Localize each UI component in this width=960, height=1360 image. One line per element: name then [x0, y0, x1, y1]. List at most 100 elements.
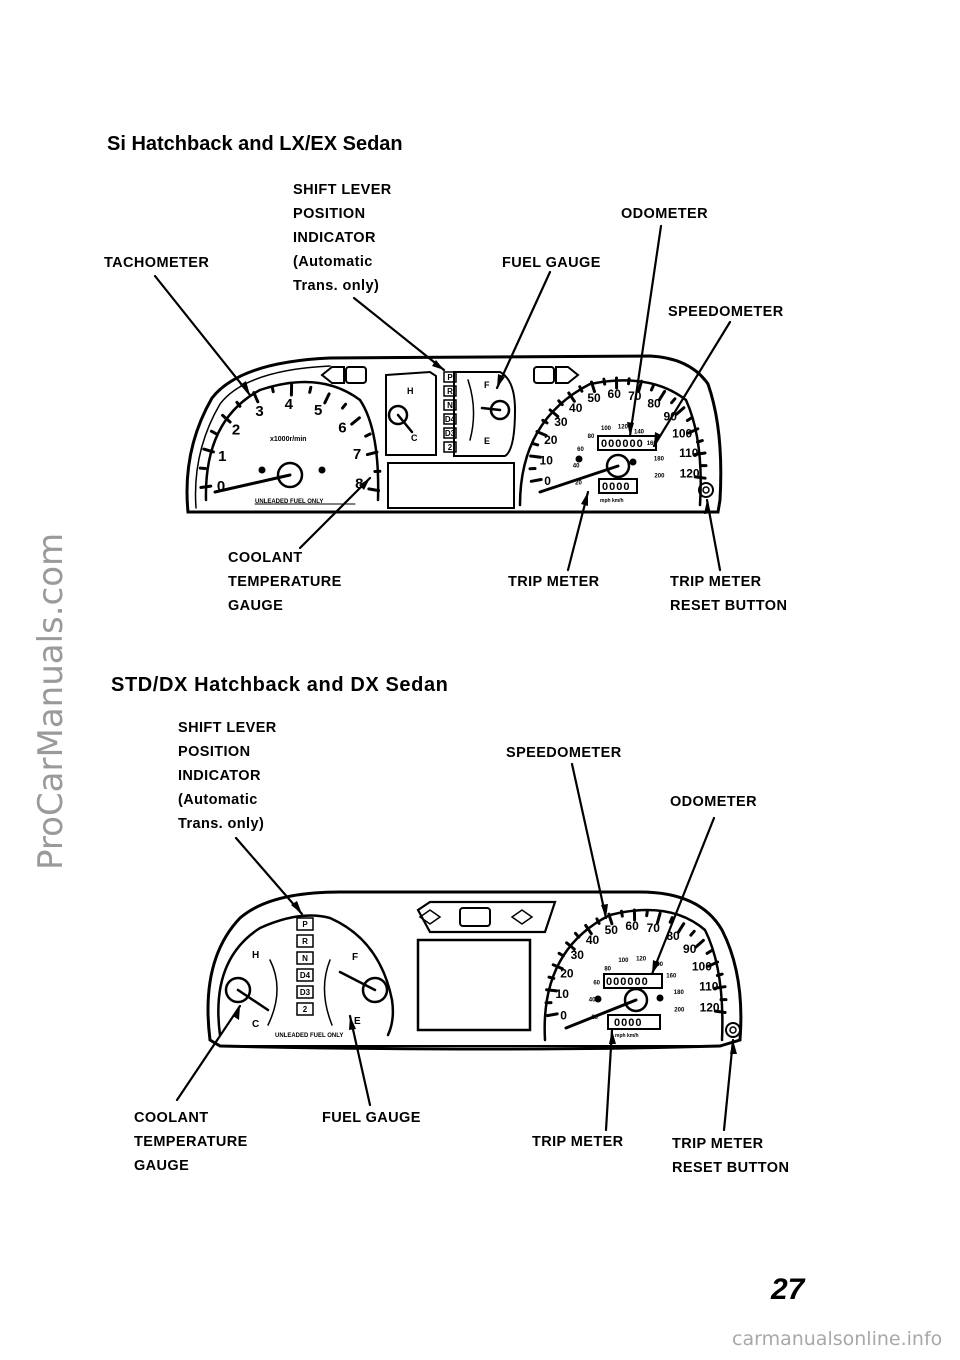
kmh-numeral: 40: [573, 464, 580, 470]
kmh-numeral: 40: [589, 997, 596, 1003]
dial-tick: [693, 451, 707, 456]
dial-tick: [209, 429, 218, 436]
gear-position: R: [302, 937, 308, 946]
dial-tick: [595, 917, 601, 925]
dial-tick: [696, 439, 704, 444]
dial-tick: [713, 985, 727, 990]
kmh-numeral: 120: [636, 956, 647, 962]
coolant-label-1: COOLANT TEMPERATURE GAUGE: [228, 546, 342, 618]
trip-meter-label-2: TRIP METER: [532, 1134, 624, 1150]
speed-numeral: 0: [560, 1008, 567, 1022]
tach-numeral: 2: [232, 422, 240, 439]
speed-numeral: 110: [679, 446, 699, 460]
dial-tick: [567, 391, 576, 403]
speed-numeral: 30: [554, 415, 568, 429]
speed-numeral: 40: [586, 933, 600, 947]
dial-tick: [713, 1009, 727, 1014]
dial-tick: [584, 923, 593, 936]
odometer-readout-2: 000000: [606, 976, 649, 988]
section2-heading: STD/DX Hatchback and DX Sedan: [111, 674, 449, 696]
dial-tick: [350, 416, 361, 426]
speed-numeral: 30: [571, 948, 585, 962]
dial-tick: [221, 413, 232, 424]
dial-tick: [645, 909, 649, 918]
dial-tick: [707, 960, 720, 968]
dial-tick: [308, 385, 313, 394]
speed-units-2: mph km/h: [615, 1033, 639, 1039]
gear-position: N: [302, 954, 308, 963]
tach-numeral: 4: [285, 396, 294, 413]
gear-position: D3: [445, 429, 456, 438]
label-line: TEMPERATURE: [134, 1134, 248, 1150]
dial-tick: [557, 399, 564, 407]
dial-tick: [529, 478, 543, 483]
dial-tick: [689, 929, 696, 937]
dial-tick: [199, 484, 213, 489]
speedometer-label-1: SPEEDOMETER: [668, 304, 784, 320]
dial-tick: [364, 432, 372, 438]
page-number: 27: [771, 1273, 805, 1306]
leader-lines-2: [175, 762, 735, 1132]
label-line: (Automatic: [178, 792, 258, 808]
speed-numeral: 50: [605, 923, 619, 937]
dial-tick: [705, 949, 713, 955]
label-line: TRIP METER: [672, 1136, 764, 1152]
dial-tick: [531, 442, 540, 447]
kmh-numeral: 80: [604, 966, 611, 972]
odometer-label-2: ODOMETER: [670, 794, 757, 810]
dial-tick: [202, 447, 215, 454]
gear-position: D4: [300, 971, 311, 980]
gear-position: N: [447, 401, 453, 410]
speed-numeral: 60: [608, 387, 622, 401]
trip-meter-label-1: TRIP METER: [508, 574, 600, 590]
label-line: POSITION: [178, 744, 251, 760]
section1-heading: Si Hatchback and LX/EX Sedan: [107, 133, 403, 155]
dial-tick: [670, 397, 677, 405]
dial-tick: [535, 430, 548, 437]
speed-numeral: 60: [625, 919, 639, 933]
kmh-numeral: 100: [601, 426, 612, 432]
dial-tick: [529, 454, 542, 459]
speed-numeral: 120: [700, 1001, 720, 1015]
dial-tick: [685, 416, 694, 422]
fuel-empty-2: E: [354, 1016, 361, 1027]
dial-tick: [668, 916, 674, 924]
coolant-label-2: COOLANT TEMPERATURE GAUGE: [134, 1106, 248, 1178]
fuel-full-2: F: [352, 952, 358, 963]
gear-position: P: [302, 920, 308, 929]
label-line: TRIP METER: [670, 574, 762, 590]
speed-numeral: 100: [692, 959, 712, 973]
trip-reset-label-2: TRIP METER RESET BUTTON: [672, 1132, 789, 1180]
temp-hot-1: H: [407, 386, 414, 396]
temp-cold-2: C: [252, 1019, 259, 1030]
kmh-numeral: 100: [618, 958, 629, 964]
dial-tick: [548, 408, 560, 418]
speedometer-dial-1: [518, 376, 714, 507]
fuel-full-1: F: [484, 380, 490, 390]
dial-tick: [541, 418, 549, 425]
dial-tick: [687, 427, 700, 435]
speed-numeral: 110: [699, 980, 719, 994]
tach-numeral: 1: [218, 448, 226, 465]
trip-readout-2: 0000: [614, 1017, 642, 1029]
tach-numeral: 3: [255, 403, 263, 420]
kmh-numeral: 20: [575, 480, 582, 486]
speed-numeral: 20: [560, 967, 574, 981]
dial-tick: [590, 380, 596, 394]
dial-tick: [607, 912, 614, 926]
dial-tick: [676, 922, 686, 934]
speedometer-dial-2: [543, 908, 741, 1042]
dial-tick: [627, 377, 631, 386]
dial-tick: [252, 391, 260, 404]
dial-tick: [365, 450, 379, 457]
gear-position: P: [447, 373, 453, 382]
label-line: Trans. only): [293, 278, 380, 294]
leader-lines-1: [153, 224, 732, 572]
gear-position: D3: [300, 988, 311, 997]
label-line: Trans. only): [178, 816, 265, 832]
label-line: COOLANT: [134, 1110, 209, 1126]
dial-tick: [367, 487, 381, 493]
label-line: SHIFT LEVER: [293, 182, 392, 198]
speed-numeral: 90: [683, 942, 697, 956]
